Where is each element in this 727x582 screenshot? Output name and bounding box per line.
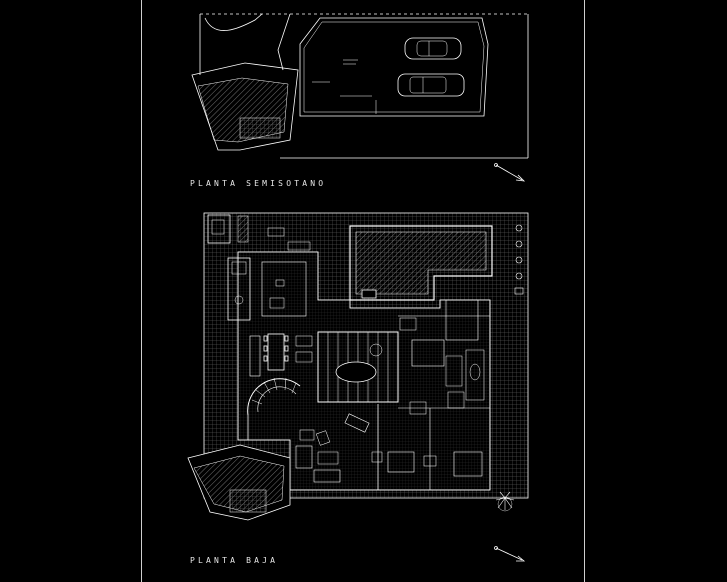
- stair-block: [239, 117, 281, 139]
- plan-label-baja: PLANTA BAJA: [190, 556, 279, 565]
- ramp-outline: [191, 62, 299, 151]
- car-top: [404, 37, 462, 60]
- north-arrow-lower: [494, 546, 526, 562]
- living-room: [295, 404, 379, 490]
- kitchen: [227, 257, 307, 321]
- car-bottom: [397, 73, 465, 97]
- plant-icon: [495, 491, 515, 512]
- garage-outline: [299, 17, 489, 117]
- plan-label-semisotano: PLANTA SEMISOTANO: [190, 179, 327, 188]
- service-box: [207, 214, 231, 244]
- dining-table: [263, 333, 313, 371]
- sheet-border-right: [584, 0, 585, 582]
- bedrooms: [371, 299, 490, 490]
- column-marks: [514, 224, 524, 295]
- spiral-staircase: [247, 377, 301, 440]
- plan-semisotano: [191, 13, 529, 182]
- sheet-border-left: [141, 0, 142, 582]
- swimming-pool: [349, 225, 493, 301]
- garage-inner-wall: [303, 21, 485, 113]
- plan-baja: [187, 212, 529, 562]
- north-arrow-upper: [494, 163, 526, 182]
- terrain-curve-2: [277, 13, 291, 71]
- access-stair: [229, 489, 267, 513]
- pergola: [317, 331, 399, 403]
- terrain-curve: [204, 13, 263, 31]
